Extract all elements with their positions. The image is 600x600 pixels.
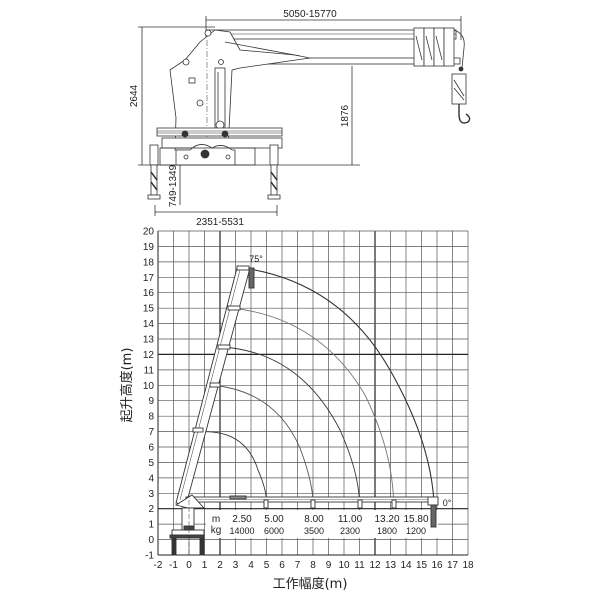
y-tick: 14: [143, 319, 155, 330]
x-tick: 12: [369, 560, 381, 571]
y-tick: 1: [148, 520, 154, 531]
y-tick: 12: [143, 350, 155, 361]
crane-side-view: [138, 16, 471, 216]
angle-75-label: 75°: [249, 254, 263, 264]
y-tick: 16: [143, 288, 155, 299]
radius-unit-label: m: [212, 514, 220, 525]
x-tick: -1: [169, 560, 178, 571]
arc-section-4: [231, 307, 395, 502]
hook-0-icon: [430, 504, 437, 528]
radius-value: 2.50: [232, 514, 252, 525]
y-tick: 8: [148, 412, 154, 423]
arc-section-5: [242, 267, 435, 502]
outrigger-right: [267, 144, 281, 200]
y-axis-title: 起升高度(m): [119, 348, 135, 423]
load-value: 3500: [304, 526, 324, 536]
load-value: 1200: [406, 526, 426, 536]
x-tick: 7: [295, 560, 301, 571]
radius-value: 8.00: [304, 514, 324, 525]
y-tick: 15: [143, 304, 155, 315]
y-tick: 19: [143, 242, 155, 253]
x-tick: 11: [354, 560, 365, 571]
x-tick: 0: [186, 560, 192, 571]
radius-value: 13.20: [374, 514, 399, 525]
y-axis-ticks: 20 19 18 17 16 15 14 13 12 11 10 9 8 7 6…: [143, 227, 155, 562]
x-tick: 4: [248, 560, 254, 571]
x-tick: 3: [233, 560, 239, 571]
x-tick: 8: [310, 560, 316, 571]
x-tick: 16: [431, 560, 443, 571]
x-tick: 14: [400, 560, 412, 571]
load-value: 14000: [229, 526, 254, 536]
x-tick: 10: [338, 560, 350, 571]
y-tick: 6: [148, 443, 154, 454]
crane-base-mini: [169, 494, 206, 556]
y-tick: -1: [145, 551, 154, 562]
x-tick: 5: [264, 560, 270, 571]
x-axis-ticks: -2 -1 0 1 2 3 4 5 6 7 8 9 10 11 12 13 14…: [154, 560, 474, 571]
x-tick: 15: [416, 560, 428, 571]
outrigger-left: [147, 144, 161, 200]
chart-grid: [157, 230, 469, 556]
boom-75-degree: [175, 265, 255, 506]
x-tick: -2: [154, 560, 163, 571]
x-tick: 13: [385, 560, 397, 571]
y-tick: 2: [148, 504, 154, 515]
y-tick: 18: [143, 257, 155, 268]
x-tick: 2: [217, 560, 223, 571]
y-tick: 3: [148, 489, 154, 500]
y-tick: 5: [148, 458, 154, 469]
y-tick: 4: [148, 473, 154, 484]
boom-reach-label: 5050-15770: [283, 9, 337, 20]
y-tick: 17: [143, 273, 155, 284]
y-tick: 20: [143, 227, 155, 238]
x-tick: 1: [202, 560, 208, 571]
y-tick: 7: [148, 427, 154, 438]
crane-column: [169, 29, 311, 151]
lifting-cylinder: [214, 67, 226, 129]
x-tick: 18: [462, 560, 474, 571]
x-tick: 17: [447, 560, 459, 571]
load-table-background: [206, 510, 438, 538]
radius-value: 5.00: [264, 514, 284, 525]
working-range-arcs: [196, 267, 435, 502]
radius-value: 11.00: [338, 514, 363, 525]
hook-75-icon: [248, 267, 255, 289]
base-frame: [156, 127, 283, 137]
outrigger-span-label: 2351-5531: [196, 217, 244, 228]
load-table: m kg 2.50 5.00 8.00 11.00 13.20 15.80 14…: [211, 514, 429, 536]
angle-0-label: 0°: [443, 498, 452, 508]
y-tick: 13: [143, 335, 155, 346]
load-value: 1800: [377, 526, 397, 536]
x-tick: 9: [326, 560, 332, 571]
y-tick: 10: [143, 381, 155, 392]
arc-section-3: [221, 346, 360, 502]
x-tick: 6: [279, 560, 285, 571]
y-tick: 11: [144, 365, 155, 376]
radius-value: 15.80: [403, 514, 428, 525]
y-tick: 0: [148, 535, 154, 546]
hook-icon: [458, 104, 471, 124]
load-unit-label: kg: [211, 525, 222, 536]
overall-height-label: 2644: [129, 84, 140, 107]
load-value: 2300: [340, 526, 360, 536]
arc-section-2: [209, 384, 314, 502]
load-value: 6000: [264, 526, 284, 536]
x-axis-title: 工作幅度(m): [273, 576, 348, 592]
boom-base-height-label: 1876: [340, 104, 351, 127]
y-tick: 9: [148, 396, 154, 407]
outrigger-height-label: 749-1349: [168, 164, 179, 207]
arc-section-1: [196, 431, 267, 502]
